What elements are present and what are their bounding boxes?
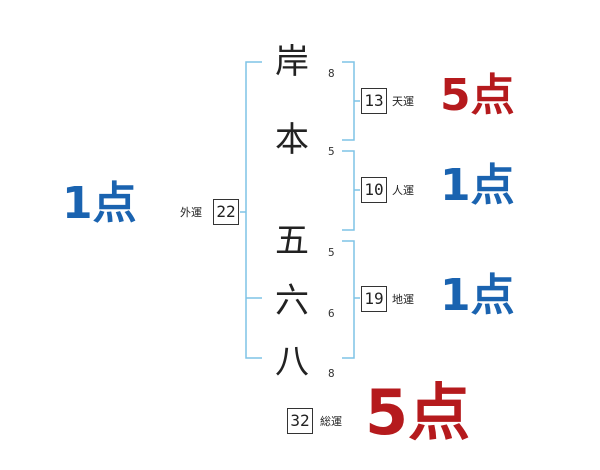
jinkaku-value-box: 10 xyxy=(361,177,387,203)
soukaku-score: 5点 xyxy=(365,376,471,449)
stroke-count-5: 8 xyxy=(328,367,335,380)
tenkaku-label: 天運 xyxy=(392,95,414,108)
gaikaku-score: 1点 xyxy=(62,178,137,229)
stroke-count-3: 5 xyxy=(328,246,335,259)
stroke-count-2: 5 xyxy=(328,145,335,158)
gaikaku-bracket xyxy=(245,61,262,359)
gaikaku-label: 外運 xyxy=(180,206,202,219)
gaikaku-value-box: 22 xyxy=(213,199,239,225)
tenkaku-score: 5点 xyxy=(440,70,515,121)
name-char-5: 八 xyxy=(275,342,309,382)
tenkaku-bracket xyxy=(342,61,355,141)
tenkaku-value-box: 13 xyxy=(361,88,387,114)
chikaku-score: 1点 xyxy=(440,270,515,321)
jinkaku-bracket xyxy=(342,150,355,231)
chikaku-value-box: 19 xyxy=(361,286,387,312)
soukaku-value-box: 32 xyxy=(287,408,313,434)
chikaku-bracket xyxy=(342,240,355,359)
stroke-count-1: 8 xyxy=(328,67,335,80)
jinkaku-score: 1点 xyxy=(440,160,515,211)
name-char-3: 五 xyxy=(275,221,309,261)
soukaku-label: 総運 xyxy=(320,415,342,428)
name-char-2: 本 xyxy=(275,120,309,160)
jinkaku-label: 人運 xyxy=(392,184,414,197)
name-char-1: 岸 xyxy=(275,42,309,82)
name-char-4: 六 xyxy=(275,281,309,321)
chikaku-label: 地運 xyxy=(392,293,414,306)
stroke-count-4: 6 xyxy=(328,307,335,320)
